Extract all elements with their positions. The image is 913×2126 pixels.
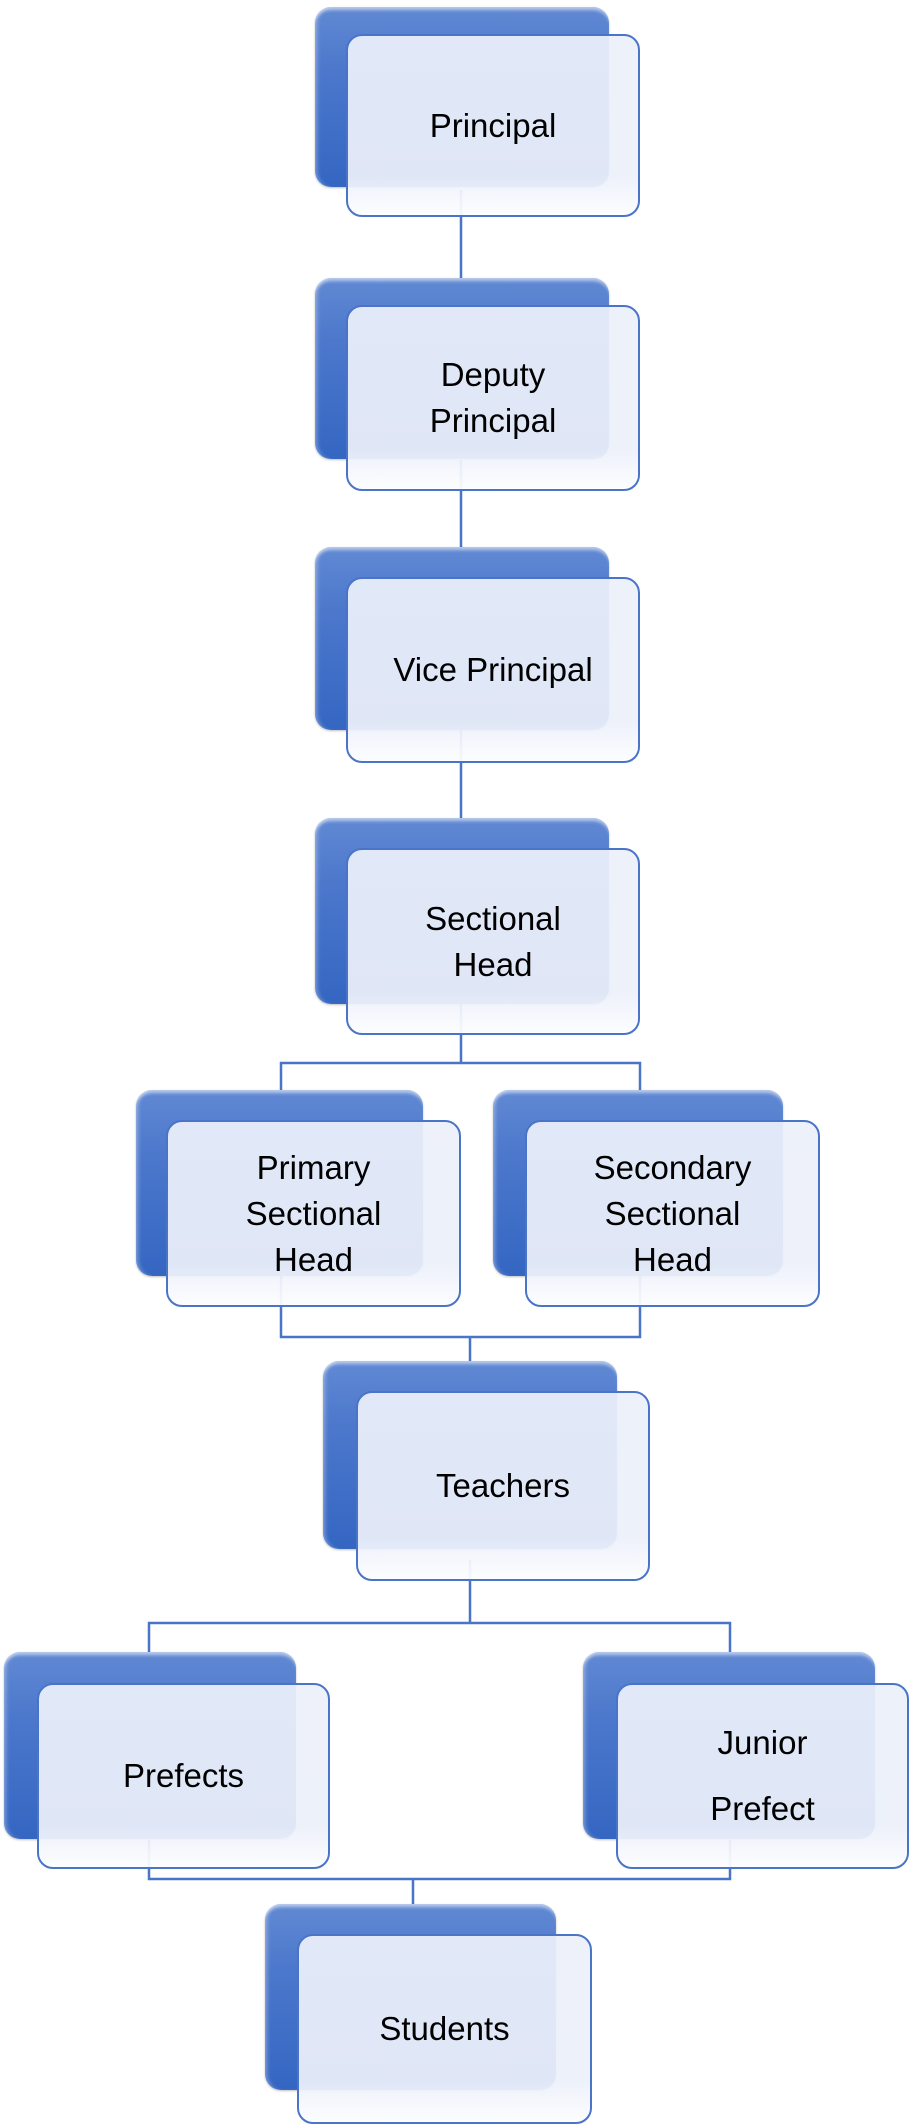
node-label: Secondary Sectional Head bbox=[593, 1148, 752, 1278]
node-label: Principal bbox=[429, 106, 557, 144]
node-label: Prefects bbox=[122, 1757, 245, 1794]
node-label: Vice Principal bbox=[393, 651, 593, 688]
node-label: Deputy Principal bbox=[429, 356, 557, 439]
node-label: Junior Prefect bbox=[710, 1724, 815, 1827]
node-label: Sectional Head bbox=[425, 899, 561, 983]
node-label: Teachers bbox=[436, 1467, 570, 1504]
node-label: Primary Sectional Head bbox=[245, 1148, 382, 1278]
node-label: Students bbox=[379, 2010, 510, 2047]
